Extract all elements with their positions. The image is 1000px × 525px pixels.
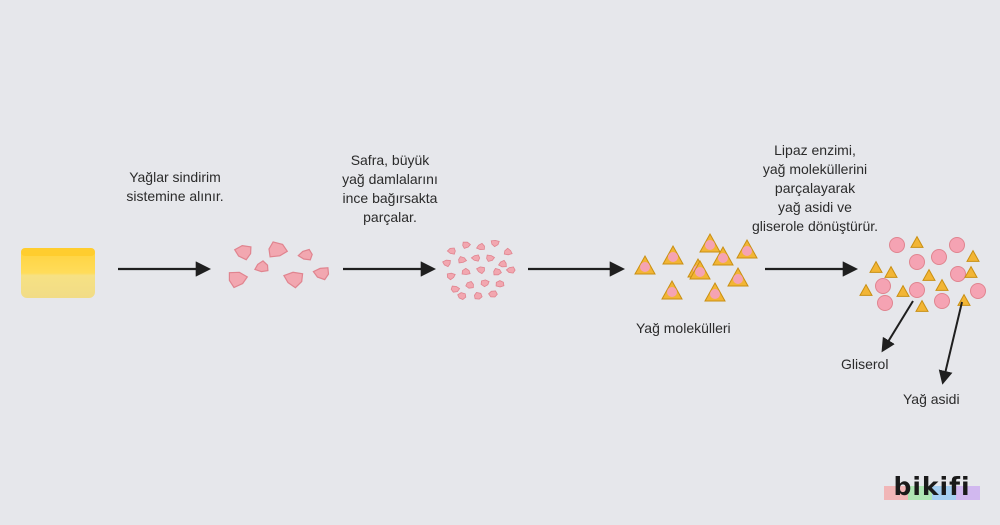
molecule-core bbox=[742, 246, 752, 256]
fat-molecule bbox=[689, 259, 711, 280]
fat-block-icon bbox=[21, 248, 95, 298]
small-droplet bbox=[446, 247, 456, 255]
fatty-acid-triangle bbox=[915, 299, 929, 312]
fatty-acid-triangle bbox=[964, 265, 978, 278]
molecule-core bbox=[668, 252, 678, 262]
fat-molecule bbox=[736, 238, 758, 259]
fatty-acid-triangle bbox=[935, 278, 949, 291]
fatty-acid-triangle bbox=[966, 249, 980, 262]
large-droplet bbox=[283, 271, 304, 289]
bikifi-logo: bikifi bbox=[884, 471, 980, 505]
small-fat-droplets bbox=[442, 239, 516, 300]
caption-step2: Safra, büyük yağ damlalarını ince bağırs… bbox=[342, 152, 438, 225]
fat-molecules-cluster bbox=[634, 232, 758, 302]
small-droplet bbox=[493, 268, 502, 276]
logo-bar-green bbox=[908, 486, 932, 500]
glycerol-pointer-arrow bbox=[881, 300, 914, 353]
glycerol-circle bbox=[909, 254, 925, 270]
small-droplet bbox=[505, 266, 516, 274]
small-droplet bbox=[473, 292, 483, 300]
large-droplet bbox=[312, 267, 330, 281]
small-droplet bbox=[465, 281, 474, 289]
small-droplet bbox=[461, 267, 471, 275]
small-droplet bbox=[490, 239, 500, 248]
logo-wordmark: bikifi bbox=[893, 472, 971, 501]
fatty-acid-triangle bbox=[910, 235, 924, 248]
small-droplet bbox=[486, 254, 496, 262]
small-droplet bbox=[462, 241, 471, 249]
small-droplet bbox=[450, 285, 461, 293]
small-droplet bbox=[470, 254, 481, 262]
glycerol-circle bbox=[950, 266, 966, 282]
small-droplet bbox=[476, 266, 485, 275]
small-droplet bbox=[458, 256, 468, 264]
fatty-acid-triangle bbox=[859, 283, 873, 296]
molecule-core bbox=[710, 289, 720, 299]
label-fatty-acid: Yağ asidi bbox=[903, 391, 960, 407]
small-droplet bbox=[495, 280, 505, 288]
fat-molecule bbox=[699, 232, 721, 253]
digestion-products-cluster bbox=[859, 235, 986, 312]
fat-molecule bbox=[712, 245, 734, 266]
fat-molecule bbox=[661, 279, 683, 300]
small-droplet bbox=[446, 272, 456, 281]
fatty-acid-triangle bbox=[922, 268, 936, 281]
label-glycerol: Gliserol bbox=[841, 356, 889, 372]
small-droplet bbox=[475, 242, 485, 251]
fat-molecule bbox=[634, 254, 656, 275]
fatty-acid-triangle bbox=[957, 293, 971, 306]
fat-molecule bbox=[727, 266, 749, 287]
glycerol-circle bbox=[877, 295, 893, 311]
molecule-core bbox=[695, 267, 705, 277]
large-droplet bbox=[297, 248, 313, 261]
caption-step1: Yağlar sindirim sistemine alınır. bbox=[126, 169, 224, 204]
molecule-core bbox=[640, 262, 650, 272]
glycerol-circle bbox=[949, 237, 965, 253]
small-droplet bbox=[503, 247, 513, 256]
glycerol-circle bbox=[931, 249, 947, 265]
small-droplet bbox=[480, 279, 490, 288]
caption-step4: Lipaz enzimi, yağ moleküllerini parçalay… bbox=[751, 142, 879, 234]
large-fat-droplets bbox=[228, 241, 330, 289]
label-fat-molecules: Yağ molekülleri bbox=[636, 320, 731, 336]
glycerol-circle bbox=[970, 283, 986, 299]
logo-bar-purple bbox=[956, 486, 980, 500]
small-droplet bbox=[442, 259, 451, 268]
logo-color-bars bbox=[884, 486, 980, 500]
small-droplet bbox=[498, 259, 507, 268]
logo-bar-red bbox=[884, 486, 908, 500]
large-droplet bbox=[233, 244, 252, 261]
glycerol-circle bbox=[875, 278, 891, 294]
large-droplet bbox=[268, 241, 289, 258]
molecule-core bbox=[718, 253, 728, 263]
glycerol-circle bbox=[889, 237, 905, 253]
logo-bar-blue bbox=[932, 486, 956, 500]
fat-molecule bbox=[704, 281, 726, 302]
fatty-acid-triangle bbox=[869, 260, 883, 273]
large-droplet bbox=[254, 260, 269, 273]
small-droplet bbox=[488, 290, 498, 298]
fat-molecule bbox=[662, 244, 684, 265]
fatty-acid-pointer-arrow bbox=[938, 301, 963, 385]
glycerol-circle bbox=[909, 282, 925, 298]
glycerol-circle bbox=[934, 293, 950, 309]
molecule-core bbox=[733, 274, 743, 284]
small-droplet bbox=[457, 292, 467, 300]
fatty-acid-triangle bbox=[896, 284, 910, 297]
molecule-core bbox=[667, 287, 677, 297]
large-droplet bbox=[228, 271, 249, 289]
fatty-acid-triangle bbox=[884, 265, 898, 278]
molecule-core bbox=[705, 240, 715, 250]
